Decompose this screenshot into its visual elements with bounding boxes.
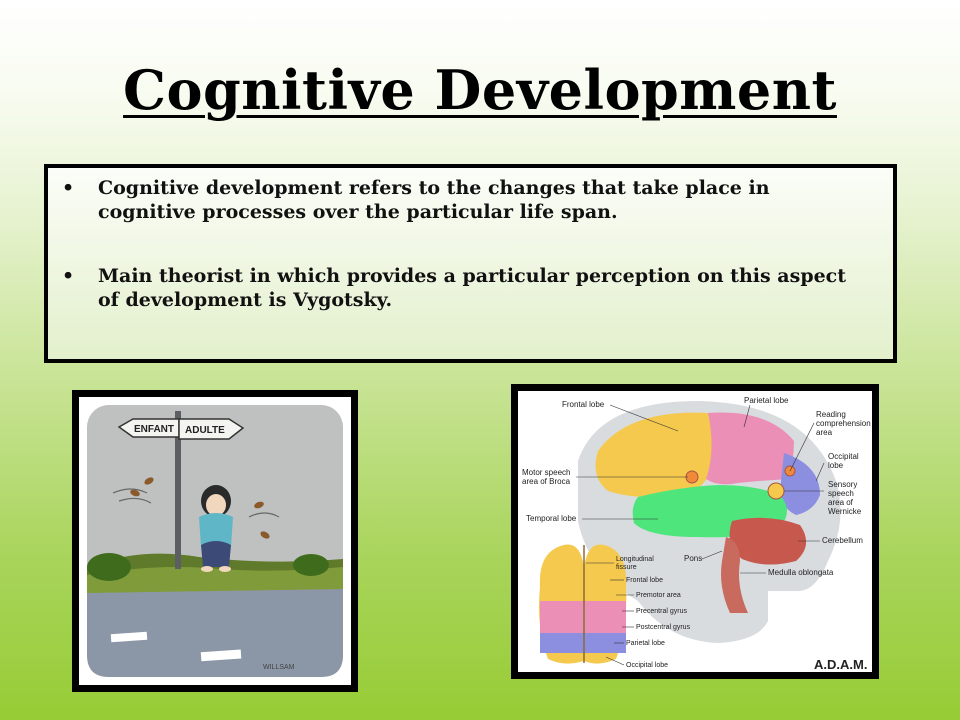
bullet-item: • Main theorist in which provides a part… xyxy=(62,264,872,312)
label-top-occipital-lobe: Occipital lobe xyxy=(626,662,668,669)
cartoon-image: ENFANT ADULTE WILLSAM xyxy=(72,390,358,692)
bullet-list: • Cognitive development refers to the ch… xyxy=(62,176,872,352)
bullet-dot: • xyxy=(62,177,75,199)
label-cerebellum: Cerebellum xyxy=(822,536,863,545)
sign-adulte: ADULTE xyxy=(185,425,225,436)
label-parietal-lobe: Parietal lobe xyxy=(744,396,789,405)
label-precentral-gyrus: Precentral gyrus xyxy=(636,608,687,615)
label-top-parietal-lobe: Parietal lobe xyxy=(626,640,665,647)
cartoon-signature: WILLSAM xyxy=(263,664,295,671)
label-pons: Pons xyxy=(684,554,702,563)
bullet-text: Cognitive development refers to the chan… xyxy=(98,177,770,223)
bullet-item: • Cognitive development refers to the ch… xyxy=(62,176,872,224)
content-box: • Cognitive development refers to the ch… xyxy=(44,164,897,363)
label-top-frontal-lobe: Frontal lobe xyxy=(626,577,663,584)
label-temporal-lobe: Temporal lobe xyxy=(526,514,577,523)
label-medulla: Medulla oblongata xyxy=(768,568,834,577)
cartoon-illustration: ENFANT ADULTE WILLSAM xyxy=(79,397,351,685)
sign-enfant: ENFANT xyxy=(134,424,174,435)
adam-logo: A.D.A.M. xyxy=(814,657,867,672)
label-frontal-lobe: Frontal lobe xyxy=(562,400,605,409)
bullet-text: Main theorist in which provides a partic… xyxy=(98,265,847,311)
label-postcentral-gyrus: Postcentral gyrus xyxy=(636,624,691,631)
slide-title: Cognitive Development xyxy=(123,58,837,122)
bullet-dot: • xyxy=(62,265,75,287)
label-premotor-area: Premotor area xyxy=(636,592,681,599)
